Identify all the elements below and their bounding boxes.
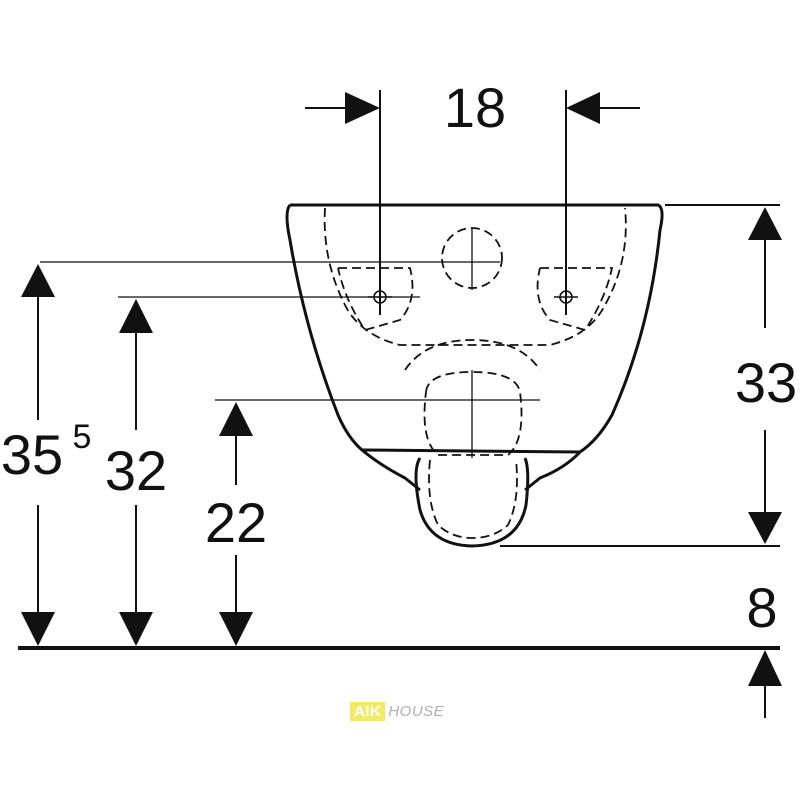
dimension-33-label: 33 xyxy=(735,351,797,414)
dimension-22-label: 22 xyxy=(205,491,267,554)
watermark-rest-text: HOUSE xyxy=(388,702,445,720)
toilet-bowl-outline xyxy=(285,203,664,548)
dimension-33 xyxy=(500,204,782,547)
dimension-18 xyxy=(305,90,640,315)
dimension-32 xyxy=(119,299,153,646)
dimension-8 xyxy=(748,650,782,718)
dimension-35-superscript: 5 xyxy=(73,418,92,456)
dimension-35-5 xyxy=(21,264,55,646)
watermark-boxed-text: AIK xyxy=(350,701,386,721)
dimension-35-label: 35 xyxy=(1,423,63,486)
centre-lines xyxy=(40,228,540,458)
dimension-8-label: 8 xyxy=(746,576,777,639)
hidden-contours xyxy=(323,207,627,539)
dimension-22 xyxy=(219,402,253,646)
dimension-18-label: 18 xyxy=(444,76,506,139)
dimension-32-label: 32 xyxy=(105,439,167,502)
aikhouse-watermark: AIK HOUSE xyxy=(350,700,444,722)
